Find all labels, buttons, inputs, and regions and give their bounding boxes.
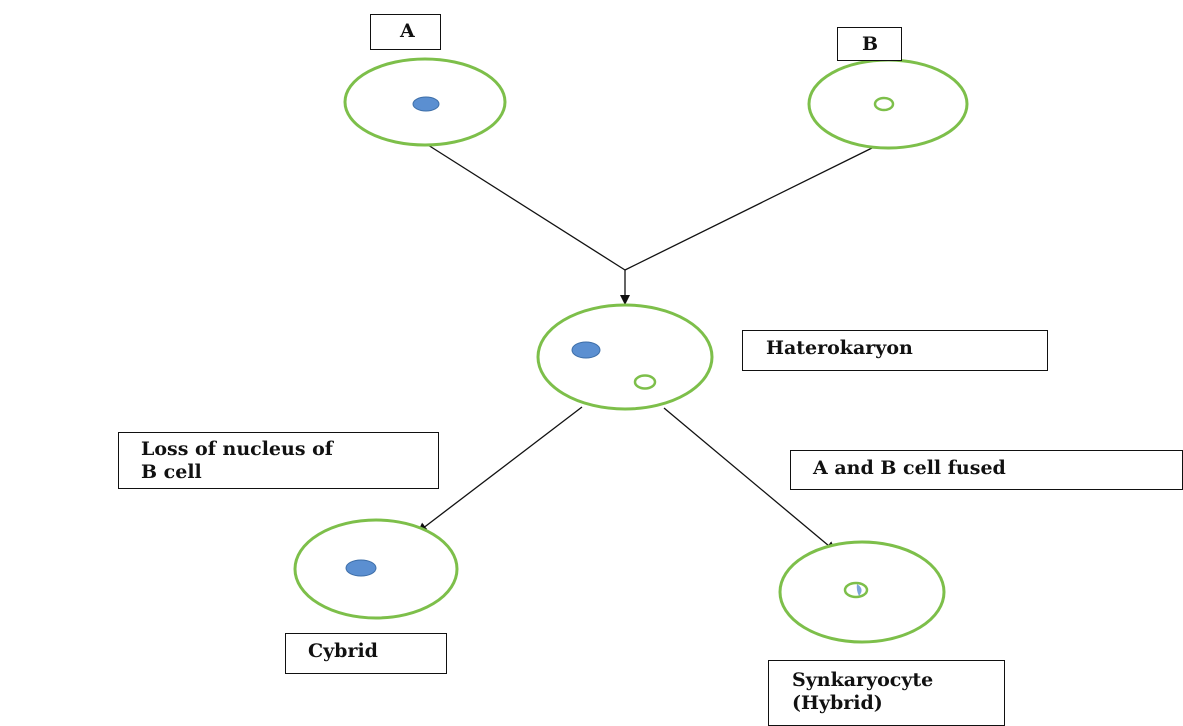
line-b-to-junction [624,147,873,271]
label-heterokaryon: Haterokaryon [742,330,1048,371]
label-cell-a: A [370,14,441,50]
synkaryocyte-nucleus-fused-part [856,584,862,596]
line-a-to-junction [427,144,626,271]
cell-b-nucleus [873,96,895,112]
label-cybrid: Cybrid [285,633,447,674]
synkaryocyte-nucleus [843,581,869,599]
label-cell-b: B [837,27,902,61]
heterokaryon-nucleus-b [633,374,657,390]
cybrid-nucleus [345,559,377,577]
cell-a-nucleus [412,96,440,112]
label-cells-fused: A and B cell fused [790,450,1183,490]
heterokaryon-nucleus-a [571,341,601,359]
label-synkaryocyte: Synkaryocyte (Hybrid) [768,660,1005,726]
arrow-to-cybrid [417,406,583,533]
label-loss-of-nucleus: Loss of nucleus of B cell [118,432,439,489]
arrow-to-synkaryocyte [663,407,836,552]
heterokaryon-membrane [536,303,714,411]
